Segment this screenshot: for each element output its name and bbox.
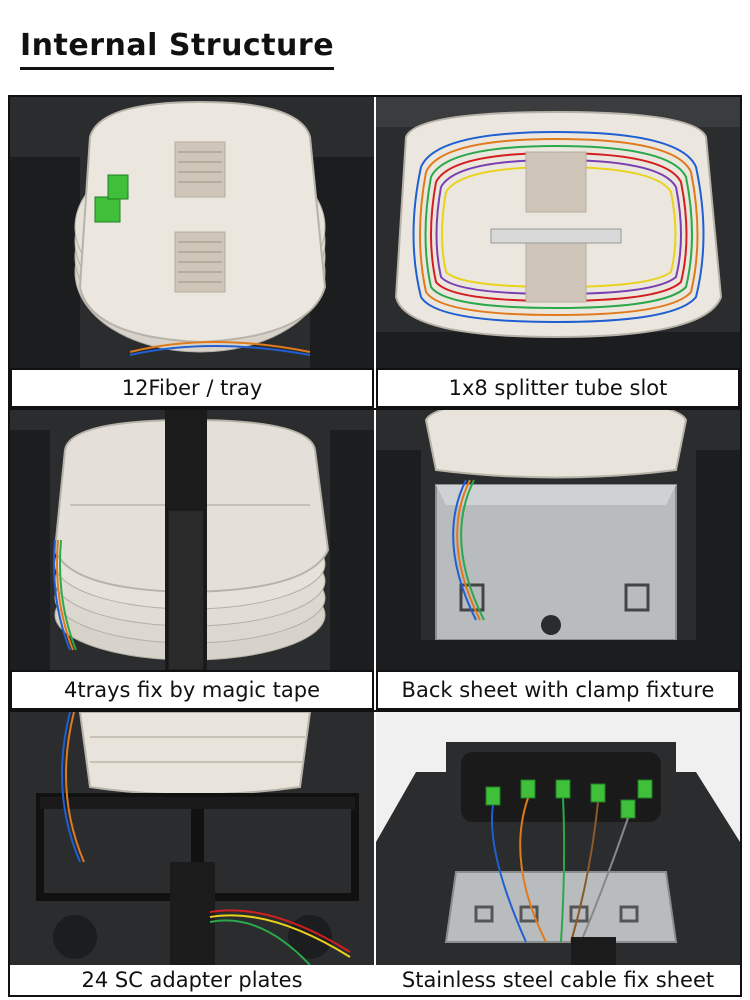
panel-caption: 12Fiber / tray [10,368,374,408]
splitter-photo [376,97,740,368]
panel-magic-tape: 4trays fix by magic tape [10,410,374,710]
panel-grid [8,95,742,997]
panel-back-sheet: Back sheet with clamp fixture [376,410,740,710]
row-divider [8,710,742,712]
panel-splitter: 1x8 splitter tube slot [376,97,740,408]
panel-adapter-plates: 24 SC adapter plates [10,712,374,995]
panel-caption: Back sheet with clamp fixture [376,670,740,710]
panel-cable-sheet: Stainless steel cable fix sheet [376,712,740,995]
panel-caption: Stainless steel cable fix sheet [376,965,740,995]
panel-tray: 12Fiber / tray [10,97,374,408]
panel-caption: 1x8 splitter tube slot [376,368,740,408]
tray-photo [10,97,374,368]
row-divider [8,408,742,410]
page-title: Internal Structure [20,26,335,70]
back-sheet-photo [376,410,740,670]
magic-tape-photo [10,410,374,670]
adapter-plates-photo [10,712,374,965]
cable-sheet-photo [376,712,740,965]
panel-caption: 4trays fix by magic tape [10,670,374,710]
panel-caption: 24 SC adapter plates [10,965,374,995]
